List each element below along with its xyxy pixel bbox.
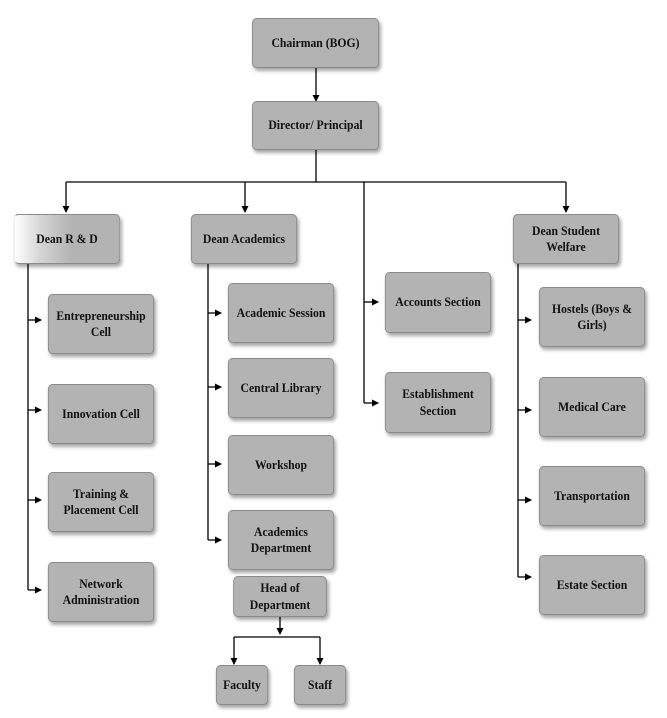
academic-unit-workshop: Workshop — [227, 435, 335, 495]
welfare-unit-label: Medical Care — [558, 398, 626, 414]
hod-unit-label: Staff — [307, 676, 333, 692]
welfare-unit-label: Estate Section — [556, 576, 628, 592]
welfare-unit-label: Transportation — [554, 487, 630, 503]
welfare-unit-estate-section: Estate Section — [538, 555, 646, 615]
welfare-unit-transportation: Transportation — [538, 466, 646, 526]
rd-unit-network-administration: Network Administration — [47, 562, 155, 622]
head-of-department-box: Head of Department — [233, 576, 327, 617]
hod-unit-label: Faculty — [223, 676, 261, 692]
rd-unit-label: Network Administration — [62, 575, 140, 607]
academic-unit-label: Central Library — [240, 379, 322, 395]
dean-student-welfare-label: Dean Student Welfare — [532, 222, 600, 254]
rd-unit-label: Training & Placement Cell — [63, 485, 139, 517]
dean-rd-label: Dean R & D — [36, 230, 98, 246]
rd-unit-label: Entrepreneurship Cell — [56, 307, 146, 339]
dean-student-welfare-box: Dean Student Welfare — [512, 214, 620, 264]
hod-unit-faculty: Faculty — [215, 665, 269, 705]
admin-establishment-section: Establishment Section — [384, 372, 492, 433]
academic-unit-academics-department: Academics Department — [227, 510, 335, 570]
dean-academics-label: Dean Academics — [202, 230, 286, 246]
academic-unit-label: Academics Department — [250, 523, 312, 555]
rd-unit-innovation-cell: Innovation Cell — [47, 384, 155, 444]
dean-academics-box: Dean Academics — [190, 214, 298, 264]
head-of-department-label: Head of Department — [249, 580, 311, 612]
academic-unit-label: Academic Session — [236, 304, 326, 320]
welfare-unit-hostels: Hostels (Boys & Girls) — [538, 287, 646, 347]
chairman-label: Chairman (BOG) — [271, 34, 360, 50]
academic-unit-label: Workshop — [254, 456, 308, 472]
hod-unit-staff: Staff — [293, 665, 347, 705]
admin-section-label: Establishment Section — [402, 386, 474, 418]
academic-unit-academic-session: Academic Session — [227, 283, 335, 343]
director-box: Director/ Principal — [252, 101, 379, 150]
chairman-box: Chairman (BOG) — [252, 18, 379, 68]
rd-unit-training-placement-cell: Training & Placement Cell — [47, 472, 155, 532]
welfare-unit-medical-care: Medical Care — [538, 377, 646, 437]
academic-unit-central-library: Central Library — [227, 358, 335, 418]
director-label: Director/ Principal — [268, 117, 363, 133]
welfare-unit-label: Hostels (Boys & Girls) — [552, 300, 632, 332]
dean-rd-box: Dean R & D — [13, 214, 121, 264]
admin-section-label: Accounts Section — [395, 294, 481, 310]
rd-unit-entrepreneurship-cell: Entrepreneurship Cell — [47, 294, 155, 354]
admin-accounts-section: Accounts Section — [384, 272, 492, 333]
rd-unit-label: Innovation Cell — [62, 405, 140, 421]
